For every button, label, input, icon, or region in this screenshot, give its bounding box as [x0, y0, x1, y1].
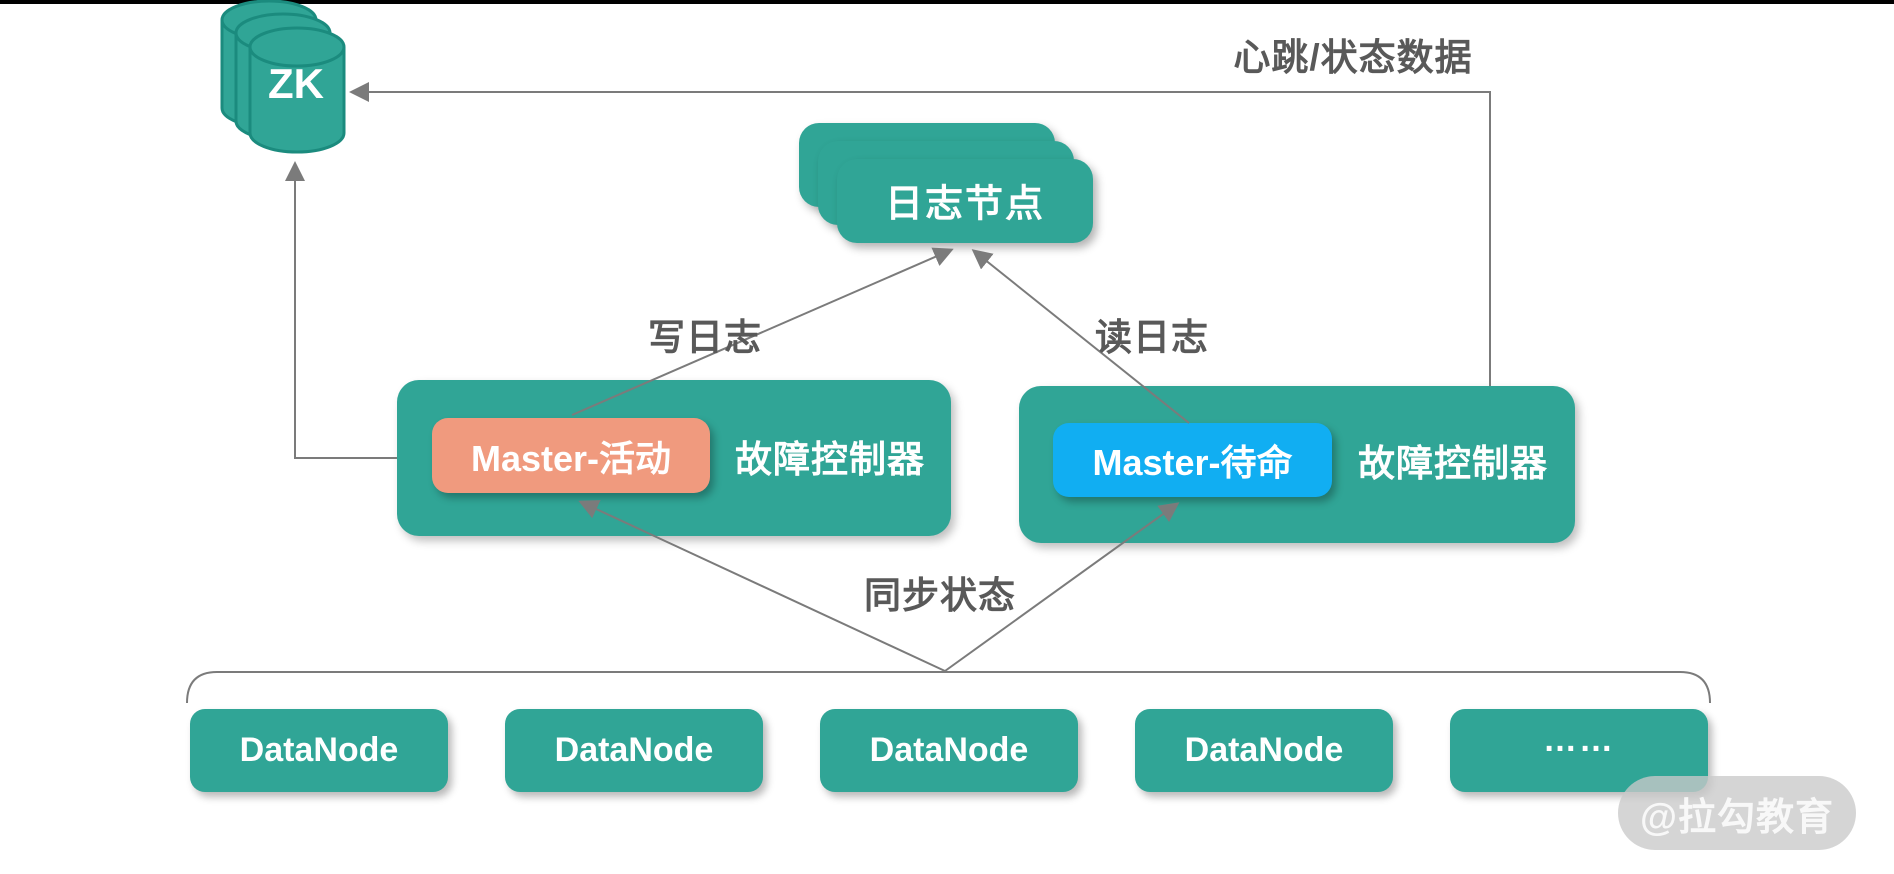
master-standby-label: Master-待命 — [1092, 442, 1293, 483]
screenshot-top-edge — [0, 0, 1894, 4]
datanode-label: DataNode — [239, 731, 399, 769]
watermark-badge: @拉勾教育 — [1618, 776, 1856, 850]
datanode-label: DataNode — [869, 731, 1029, 769]
master-standby-pill: Master-待命 — [1053, 423, 1332, 497]
datanode-label: DataNode — [1184, 731, 1344, 769]
datanode-box-3: DataNode — [820, 709, 1078, 792]
datanode-label: DataNode — [554, 731, 714, 769]
datanode-ellipsis-label: …… — [1543, 721, 1615, 759]
master-active-pill: Master-活动 — [432, 418, 710, 493]
datanode-box-2: DataNode — [505, 709, 763, 792]
datanode-box-1: DataNode — [190, 709, 448, 792]
datanode-box-4: DataNode — [1135, 709, 1393, 792]
journal-node-card-front — [837, 159, 1093, 243]
master-active-label: Master-活动 — [470, 437, 672, 479]
watermark-text: @拉勾教育 — [1639, 796, 1835, 839]
